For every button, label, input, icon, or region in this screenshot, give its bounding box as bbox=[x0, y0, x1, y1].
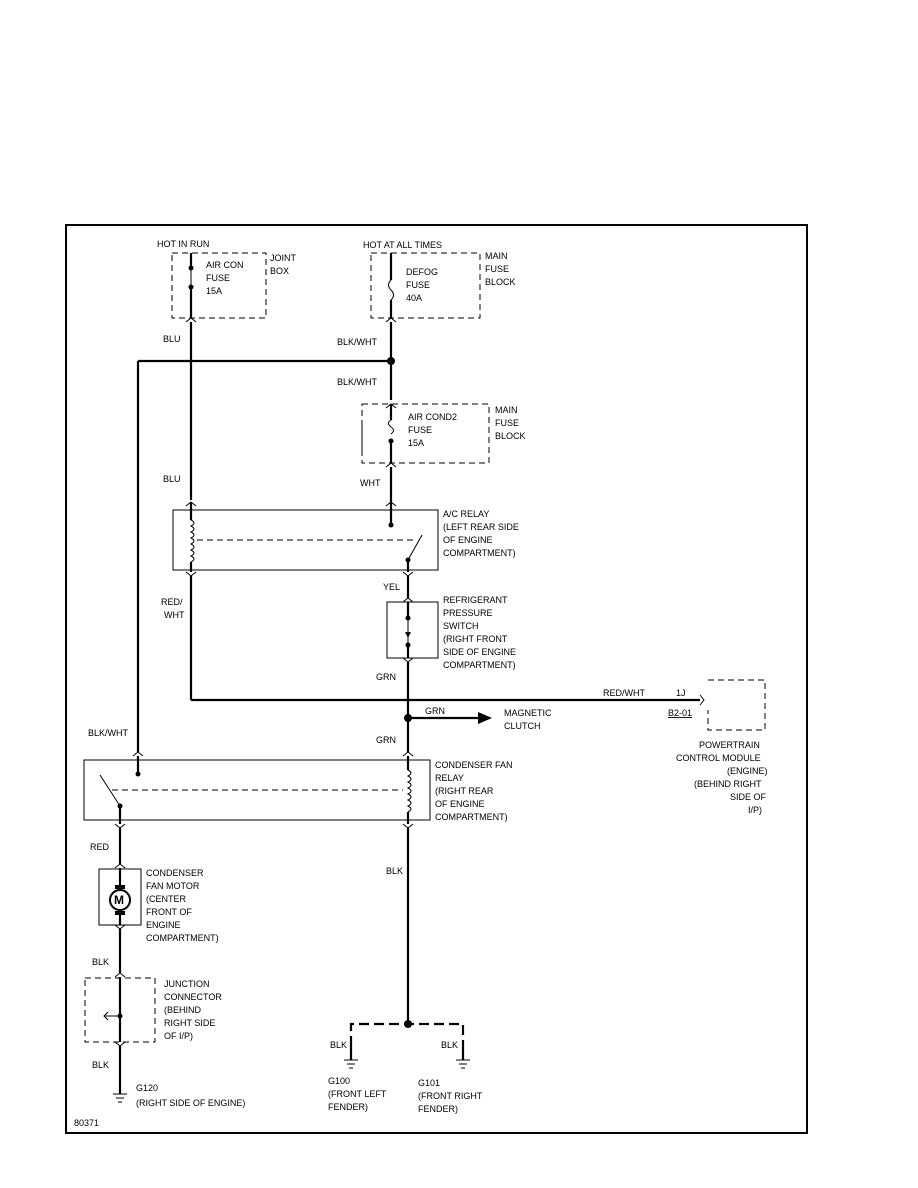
refrigerant-line2: PRESSURE bbox=[443, 608, 493, 618]
wire-red: RED bbox=[90, 842, 110, 852]
g101-line2: (FRONT RIGHT bbox=[418, 1091, 483, 1101]
pcm-line5: SIDE OF bbox=[730, 792, 767, 802]
defog-fuse: DEFOG FUSE 40A MAIN FUSE BLOCK bbox=[370, 251, 516, 323]
ac-relay: A/C RELAY (LEFT REAR SIDE OF ENGINE COMP… bbox=[172, 501, 519, 577]
aircond2-fuse-line1: AIR COND2 bbox=[408, 412, 457, 422]
pcm-pin: 1J bbox=[676, 688, 686, 698]
aircond2-fuse-line3: 15A bbox=[408, 438, 424, 448]
fan-motor-line3: (CENTER bbox=[146, 894, 186, 904]
junction-line2: CONNECTOR bbox=[164, 992, 222, 1002]
condenser-relay-line1: CONDENSER FAN bbox=[435, 760, 513, 770]
main-fuse-block2-line2: FUSE bbox=[495, 418, 519, 428]
aircon-fuse-line1: AIR CON bbox=[206, 260, 244, 270]
aircond2-fuse: AIR COND2 FUSE 15A MAIN FUSE BLOCK bbox=[361, 403, 526, 468]
g100-line3: FENDER) bbox=[328, 1102, 368, 1112]
refrigerant-line4: (RIGHT FRONT bbox=[443, 634, 508, 644]
pcm-line2: CONTROL MODULE bbox=[676, 753, 761, 763]
fan-motor-line2: FAN MOTOR bbox=[146, 881, 200, 891]
refrigerant-line6: COMPARTMENT) bbox=[443, 660, 516, 670]
g101-line1: G101 bbox=[418, 1078, 440, 1088]
ground-g120: G120 (RIGHT SIDE OF ENGINE) bbox=[113, 1083, 245, 1108]
g120-line1: G120 bbox=[136, 1083, 158, 1093]
wire-blk-wht-left: BLK/WHT bbox=[88, 728, 129, 738]
refrigerant-line3: SWITCH bbox=[443, 621, 479, 631]
wire-blu-top: BLU bbox=[163, 334, 181, 344]
junction-line5: OF I/P) bbox=[164, 1031, 193, 1041]
joint-box-line2: BOX bbox=[270, 266, 289, 276]
refrigerant-line1: REFRIGERANT bbox=[443, 595, 508, 605]
ac-relay-line2: (LEFT REAR SIDE bbox=[443, 522, 519, 532]
fan-motor-line5: ENGINE bbox=[146, 920, 181, 930]
junction-line1: JUNCTION bbox=[164, 979, 210, 989]
wire-blk-center: BLK bbox=[386, 866, 403, 876]
pcm-connector: B2-01 bbox=[668, 708, 692, 718]
g101-line3: FENDER) bbox=[418, 1104, 458, 1114]
hot-in-run-label: HOT IN RUN bbox=[157, 239, 209, 249]
powertrain-control-module: 1J B2-01 POWERTRAIN CONTROL MODULE (ENGI… bbox=[668, 679, 768, 815]
g100-line1: G100 bbox=[328, 1076, 350, 1086]
junction-connector: JUNCTION CONNECTOR (BEHIND RIGHT SIDE OF… bbox=[84, 972, 222, 1047]
wire-blk-wht-top: BLK/WHT bbox=[337, 337, 378, 347]
wire-red-wht-left-2: WHT bbox=[164, 610, 185, 620]
defog-fuse-line3: 40A bbox=[406, 293, 422, 303]
main-fuse-block2-line3: BLOCK bbox=[495, 431, 526, 441]
joint-box-line1: JOINT bbox=[270, 253, 297, 263]
defog-fuse-line2: FUSE bbox=[406, 280, 430, 290]
pcm-line4: (BEHIND RIGHT bbox=[694, 779, 762, 789]
diagram-frame bbox=[65, 224, 808, 1134]
wire-blu-mid: BLU bbox=[163, 474, 181, 484]
g120-line2: (RIGHT SIDE OF ENGINE) bbox=[136, 1098, 245, 1108]
defog-fuse-line1: DEFOG bbox=[406, 267, 438, 277]
wire-blk-junction: BLK bbox=[92, 1060, 109, 1070]
main-fuse-block2-line1: MAIN bbox=[495, 405, 518, 415]
ground-g101: G101 (FRONT RIGHT FENDER) bbox=[418, 1059, 483, 1114]
condenser-relay-line4: OF ENGINE bbox=[435, 799, 485, 809]
pcm-line1: POWERTRAIN bbox=[699, 740, 760, 750]
hot-at-all-times-label: HOT AT ALL TIMES bbox=[363, 240, 442, 250]
magnetic-clutch-line1: MAGNETIC bbox=[504, 708, 552, 718]
wire-wht: WHT bbox=[360, 478, 381, 488]
main-fuse-block-line3: BLOCK bbox=[485, 277, 516, 287]
main-fuse-block-line1: MAIN bbox=[485, 251, 508, 261]
ground-g100: G100 (FRONT LEFT FENDER) bbox=[328, 1059, 387, 1112]
fan-motor-line1: CONDENSER bbox=[146, 868, 204, 878]
fan-motor-line4: FRONT OF bbox=[146, 907, 192, 917]
ac-relay-line3: OF ENGINE bbox=[443, 535, 493, 545]
refrigerant-line5: SIDE OF ENGINE bbox=[443, 647, 516, 657]
aircon-fuse-line3: 15A bbox=[206, 286, 222, 296]
wire-red-wht-left-1: RED/ bbox=[161, 597, 183, 607]
wire-blk-g101: BLK bbox=[441, 1040, 458, 1050]
aircon-fuse-line2: FUSE bbox=[206, 273, 230, 283]
diagram-id: 80371 bbox=[74, 1118, 99, 1128]
wire-yel: YEL bbox=[383, 582, 400, 592]
wire-blk-motor: BLK bbox=[92, 957, 109, 967]
main-fuse-block-line2: FUSE bbox=[485, 264, 509, 274]
condenser-relay-line2: RELAY bbox=[435, 773, 464, 783]
g100-line2: (FRONT LEFT bbox=[328, 1089, 387, 1099]
wire-red-wht-right: RED/WHT bbox=[603, 688, 645, 698]
refrigerant-pressure-switch: REFRIGERANT PRESSURE SWITCH (RIGHT FRONT… bbox=[386, 595, 516, 670]
aircond2-fuse-line2: FUSE bbox=[408, 425, 432, 435]
fan-motor-line6: COMPARTMENT) bbox=[146, 933, 219, 943]
clutch-arrow bbox=[478, 712, 492, 724]
ac-relay-line4: COMPARTMENT) bbox=[443, 548, 516, 558]
junction-line4: RIGHT SIDE bbox=[164, 1018, 215, 1028]
pcm-line6: I/P) bbox=[748, 805, 762, 815]
magnetic-clutch-line2: CLUTCH bbox=[504, 721, 541, 731]
wire-blk-wht-mid: BLK/WHT bbox=[337, 377, 378, 387]
wire-blk-g100: BLK bbox=[330, 1040, 347, 1050]
condenser-fan-motor: M CONDENSER FAN MOTOR (CENTER FRONT OF E… bbox=[98, 863, 219, 943]
condenser-fan-relay: CONDENSER FAN RELAY (RIGHT REAR OF ENGIN… bbox=[83, 751, 513, 829]
pcm-line3: (ENGINE) bbox=[727, 766, 768, 776]
ac-relay-line1: A/C RELAY bbox=[443, 509, 489, 519]
condenser-relay-line5: COMPARTMENT) bbox=[435, 812, 508, 822]
condenser-relay-line3: (RIGHT REAR bbox=[435, 786, 494, 796]
wire-grn-clutch: GRN bbox=[425, 706, 445, 716]
junction-line3: (BEHIND bbox=[164, 1005, 202, 1015]
aircon-fuse: AIR CON FUSE 15A JOINT BOX bbox=[171, 252, 297, 323]
wire-grn-switch: GRN bbox=[376, 672, 396, 682]
motor-symbol: M bbox=[114, 893, 124, 907]
wire-grn-relay: GRN bbox=[376, 735, 396, 745]
